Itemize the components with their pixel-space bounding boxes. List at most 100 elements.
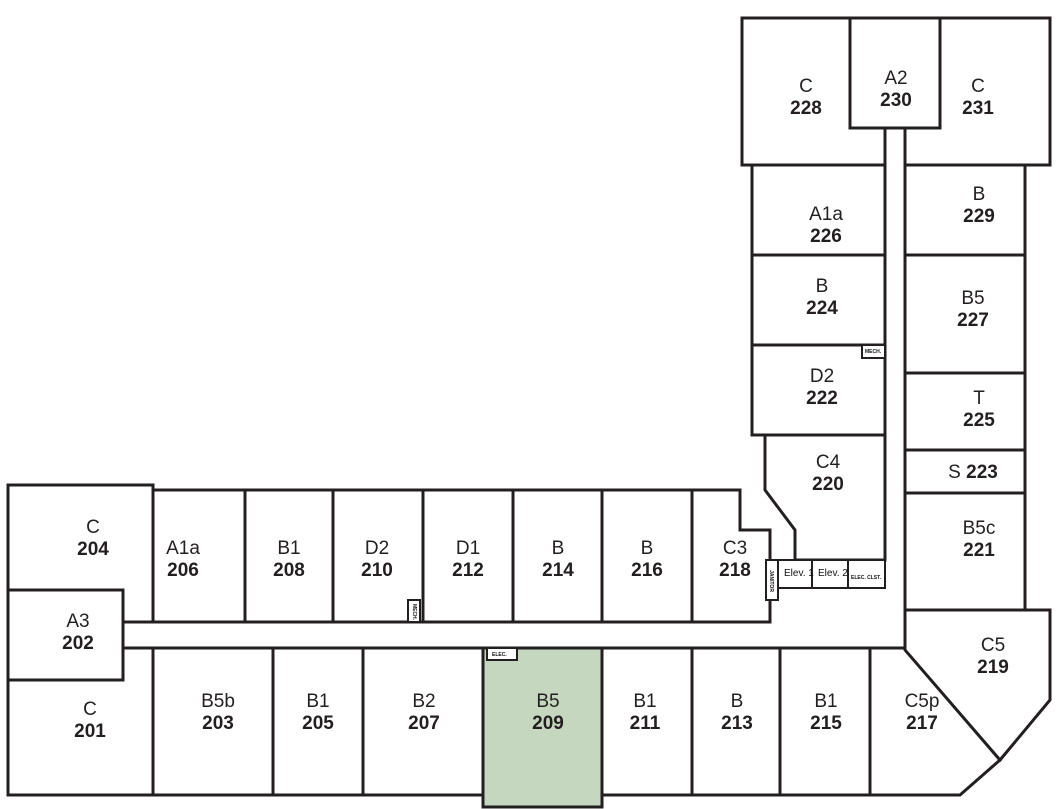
mech-room-label-west: MECH.: [411, 603, 418, 621]
unit-label-223[interactable]: S 223: [948, 462, 998, 484]
unit-number: 228: [790, 98, 822, 119]
unit-number: 207: [408, 713, 440, 734]
unit-type: C: [86, 517, 100, 539]
unit-number: 211: [629, 713, 661, 734]
elec-closet-label: ELEC. CLST.: [851, 575, 882, 581]
unit-number: 230: [880, 90, 912, 111]
mech-room-east: [861, 344, 886, 359]
unit-228[interactable]: [740, 16, 887, 167]
unit-number: 222: [806, 388, 838, 409]
unit-type: A2: [884, 68, 908, 90]
unit-type: B1: [633, 691, 657, 713]
unit-type: B1: [277, 538, 301, 560]
unit-number: 212: [452, 560, 484, 581]
unit-type: B2: [412, 691, 436, 713]
unit-number: 216: [631, 560, 663, 581]
unit-type: A1a: [809, 204, 843, 226]
unit-type: D2: [364, 538, 390, 560]
unit-number: 209: [532, 713, 564, 734]
unit-type: C: [83, 699, 97, 721]
unit-number: 225: [963, 410, 995, 431]
unit-number: 229: [963, 206, 995, 227]
unit-type: C: [799, 76, 813, 98]
unit-number: 226: [810, 226, 842, 247]
unit-type: C: [971, 76, 985, 98]
unit-number: 205: [302, 713, 334, 734]
elevator-2: [811, 559, 849, 589]
unit-number: 202: [62, 633, 94, 654]
elevator-1: [777, 559, 813, 589]
unit-type: C5: [980, 635, 1006, 657]
elevator-1-label: Elev. 1: [784, 568, 814, 579]
unit-number: 201: [74, 721, 106, 742]
unit-number: 215: [810, 713, 842, 734]
unit-type: B5: [536, 691, 560, 713]
mech-room-west: [407, 599, 421, 623]
unit-204[interactable]: [6, 483, 155, 624]
unit-type: D1: [455, 538, 481, 560]
unit-type: C5p: [904, 691, 940, 713]
unit-type: T: [973, 388, 985, 410]
unit-number: 208: [273, 560, 305, 581]
unit-type: B5: [961, 288, 985, 310]
unit-number: 203: [202, 713, 234, 734]
unit-type: B5b: [201, 691, 235, 713]
unit-type: C4: [815, 452, 841, 474]
unit-number: 220: [812, 474, 844, 495]
unit-type: S: [948, 462, 967, 484]
unit-type: A1a: [166, 538, 200, 560]
unit-type: B: [551, 538, 565, 560]
unit-number: 224: [806, 298, 838, 319]
unit-number: 231: [962, 98, 994, 119]
janitor-label: JANITOR: [767, 570, 774, 592]
elec-closet: [847, 559, 886, 589]
unit-number: 204: [77, 539, 109, 560]
unit-type: B: [815, 276, 829, 298]
unit-number: 210: [361, 560, 393, 581]
unit-type: B: [972, 184, 986, 206]
unit-number: 219: [977, 657, 1009, 678]
elevator-2-label: Elev. 2: [818, 568, 848, 579]
unit-number: 221: [963, 540, 995, 561]
unit-number: 217: [906, 713, 938, 734]
unit-type: B1: [814, 691, 838, 713]
unit-number: 227: [957, 310, 989, 331]
unit-number: 206: [167, 560, 199, 581]
unit-type: B: [640, 538, 654, 560]
unit-type: B5c: [962, 518, 996, 540]
elec-room: [486, 647, 518, 661]
unit-type: A3: [66, 611, 90, 633]
